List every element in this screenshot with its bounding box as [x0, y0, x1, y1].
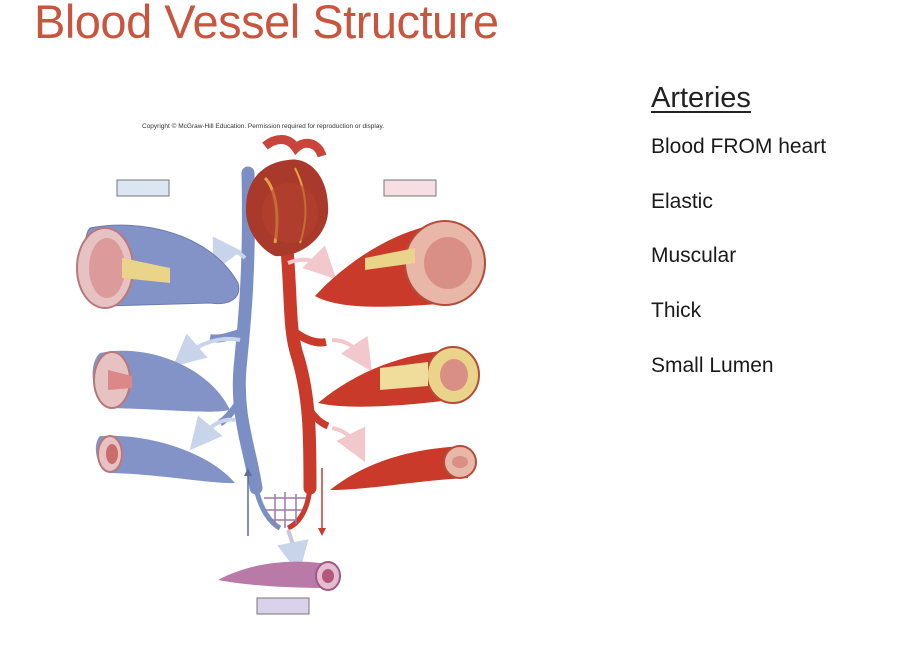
medium-vein-section: [92, 350, 230, 412]
small-vein-section: [95, 435, 235, 484]
artery-fact-item: Muscular: [651, 244, 737, 267]
capillary-label-box: [256, 597, 310, 615]
elastic-artery-section: [315, 220, 486, 307]
artery-fact-item: Elastic: [651, 190, 713, 213]
vein-trunk: [232, 166, 263, 495]
blood-vessel-diagram: [76, 135, 486, 615]
capillary-section: [218, 561, 341, 591]
artery-fact-item: Thick: [651, 299, 702, 322]
muscular-artery-section: [318, 346, 480, 407]
vein-label-box: [116, 179, 170, 197]
arteriole-section: [330, 445, 477, 490]
slide-title: Blood Vessel Structure: [34, 0, 499, 48]
artery-fact-item: Small Lumen: [651, 354, 774, 377]
artery-trunk: [279, 231, 317, 495]
artery-fact-item: Blood FROM heart: [651, 135, 827, 158]
artery-label-box: [383, 179, 437, 197]
heart-illustration: [245, 135, 329, 257]
arteries-heading: Arteries: [651, 82, 751, 114]
large-vein-section: [76, 224, 240, 309]
capillary-bed: [253, 487, 313, 531]
copyright-notice: Copyright © McGraw-Hill Education. Permi…: [142, 123, 385, 130]
